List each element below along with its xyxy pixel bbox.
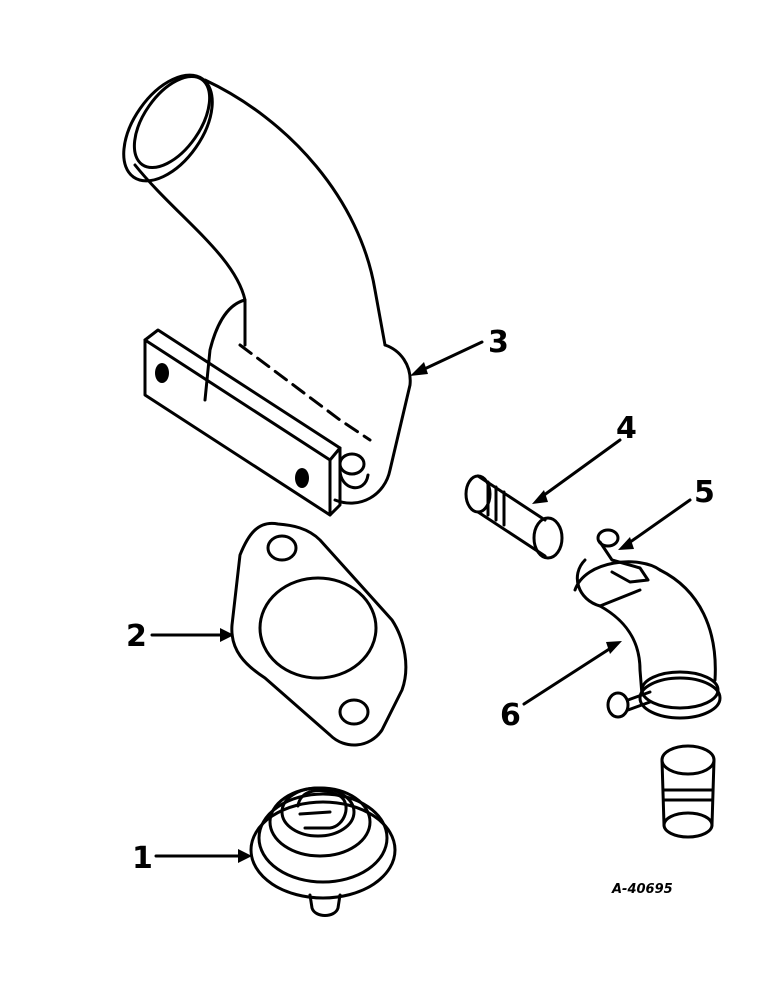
callout-4: 4 xyxy=(616,411,637,446)
hose-clamp xyxy=(575,528,650,608)
nipple xyxy=(464,474,564,560)
leader-arrows xyxy=(150,340,692,863)
gasket xyxy=(230,521,408,747)
figure-number: A-40695 xyxy=(611,882,673,897)
hose-elbow xyxy=(573,560,722,720)
thermostat xyxy=(249,786,397,917)
hose-connector xyxy=(660,744,716,839)
callout-1: 1 xyxy=(132,841,153,876)
callout-6: 6 xyxy=(500,698,521,733)
callout-3: 3 xyxy=(488,325,509,360)
callout-5: 5 xyxy=(694,475,715,510)
water-outlet-elbow xyxy=(122,73,412,517)
callout-2: 2 xyxy=(126,619,147,654)
